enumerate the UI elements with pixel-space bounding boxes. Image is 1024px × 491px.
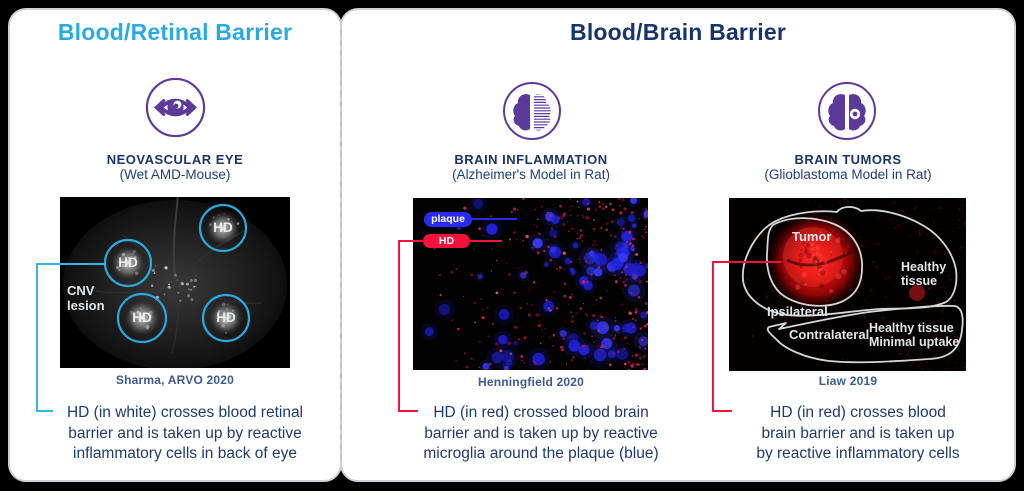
- red-connector-top: [398, 240, 423, 242]
- retinal-description: HD (in white) crosses blood retinal barr…: [66, 404, 304, 463]
- eye-icon: [144, 76, 207, 139]
- healthy-tissue-label: Healthy tissue: [901, 260, 947, 289]
- inflammation-image: [413, 198, 648, 370]
- blood-retinal-title: Blood/Retinal Barrier: [57, 19, 293, 45]
- card-divider: [340, 30, 342, 460]
- red-connector-vertical: [712, 261, 714, 412]
- hd-label: HD: [118, 255, 138, 270]
- plaque-pointer-line: [472, 218, 517, 220]
- cyan-connector-top: [36, 263, 106, 265]
- hd-label: HD: [216, 310, 236, 325]
- neovascular-eye-subheading: (Wet AMD-Mouse): [119, 167, 231, 182]
- brain-inflammation-icon: [502, 81, 562, 141]
- red-connector-vertical: [398, 240, 400, 412]
- red-connector-top: [712, 261, 781, 263]
- ipsilateral-label: Ipsilateral: [767, 304, 828, 319]
- hd-pill: HD: [423, 234, 470, 248]
- brain-tumor-icon: [817, 81, 877, 141]
- red-connector-bottom: [398, 410, 418, 412]
- blood-brain-title: Blood/Brain Barrier: [570, 19, 786, 45]
- tumor-image: [729, 198, 966, 371]
- brain-tumors-subheading: (Glioblastoma Model in Rat): [764, 167, 932, 182]
- brain-tumors-heading: BRAIN TUMORS: [794, 152, 902, 167]
- plaque-pill: plaque: [424, 212, 472, 227]
- citation-henningfield: Henningfield 2020: [477, 375, 585, 389]
- hd-label: HD: [213, 220, 233, 235]
- healthy-minimal-uptake-label: Healthy tissue Minimal uptake: [869, 321, 960, 350]
- tumor-label: Tumor: [792, 229, 832, 244]
- cnv-lesion-label: CNV lesion: [67, 283, 105, 313]
- tumor-description: HD (in red) crosses blood brain barrier …: [756, 404, 960, 463]
- cyan-connector-vertical: [36, 263, 38, 412]
- cyan-connector-bottom: [36, 410, 53, 412]
- citation-liaw: Liaw 2019: [818, 374, 878, 388]
- brain-inflammation-heading: BRAIN INFLAMMATION: [454, 152, 608, 167]
- brain-inflammation-subheading: (Alzheimer's Model in Rat): [452, 167, 610, 182]
- citation-sharma: Sharma, ARVO 2020: [115, 373, 235, 387]
- hd-label: HD: [132, 310, 152, 325]
- contralateral-label: Contralateral: [789, 327, 870, 342]
- inflammation-description: HD (in red) crossed blood brain barrier …: [423, 404, 659, 463]
- hd-pointer-line: [470, 240, 502, 242]
- red-connector-bottom: [712, 410, 732, 412]
- neovascular-eye-heading: NEOVASCULAR EYE: [106, 152, 244, 167]
- fundus-image: [60, 197, 290, 368]
